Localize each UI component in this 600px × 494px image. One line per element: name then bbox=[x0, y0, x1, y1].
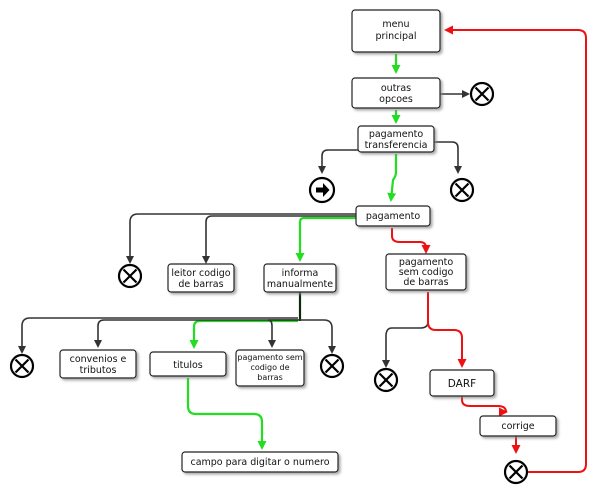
edge-darf-to-corrige bbox=[461, 396, 511, 414]
cancel-x-icon[interactable] bbox=[449, 177, 475, 203]
edge-pagamento-sem-codigo-to-cancel bbox=[382, 292, 429, 368]
node-informa-manualmente[interactable]: informa manualmente bbox=[263, 263, 337, 293]
cancel-x-icon[interactable] bbox=[469, 81, 495, 107]
edge-pagamento-to-pagamento-sem-codigo bbox=[391, 228, 431, 254]
edge-informa-to-pagamento-sem-codigo-small bbox=[267, 319, 300, 348]
node-corrige[interactable]: corrige bbox=[479, 415, 557, 437]
cancel-x-icon[interactable] bbox=[9, 353, 35, 379]
node-pagamento[interactable]: pagamento bbox=[355, 205, 431, 227]
node-leitor-codigo-barras-line-2: de barras bbox=[178, 279, 223, 290]
edge-pagamento-to-cancel bbox=[126, 213, 356, 264]
node-pagamento-sem-codigo-small-line-2: codigo de bbox=[250, 363, 289, 372]
node-campo-digitar-line-1: campo para digitar o numero bbox=[190, 457, 329, 468]
cancel-x-icon[interactable] bbox=[503, 459, 529, 485]
edge-informa-to-titulos bbox=[189, 319, 298, 349]
node-pagamento-sem-codigo-small[interactable]: pagamento sem codigo de barras bbox=[235, 349, 305, 387]
node-menu-principal[interactable]: menu principal bbox=[351, 9, 441, 53]
node-darf-line-1: DARF bbox=[448, 378, 476, 390]
node-pagamento-line-1: pagamento bbox=[366, 211, 421, 222]
edge-pagamento-to-informa bbox=[295, 216, 356, 262]
node-campo-digitar[interactable]: campo para digitar o numero bbox=[181, 451, 339, 473]
cancel-x-icon[interactable] bbox=[373, 367, 399, 393]
edge-loop-back-to-menu bbox=[444, 25, 587, 473]
node-pagamento-transferencia-line-1: pagamento bbox=[369, 129, 424, 140]
edge-informa-to-cancel-left bbox=[18, 317, 298, 354]
node-pagamento-sem-codigo-line-3: de barras bbox=[403, 277, 448, 288]
node-pagamento-sem-codigo[interactable]: pagamento sem codigo de barras bbox=[385, 253, 467, 291]
node-pagamento-sem-codigo-small-line-1: pagamento sem bbox=[237, 353, 302, 362]
edge-pagamento-transferencia-to-pagamento bbox=[387, 154, 398, 202]
edge-pagamento-transferencia-to-next bbox=[318, 149, 358, 174]
node-informa-manualmente-line-2: manualmente bbox=[267, 279, 333, 290]
node-pagamento-sem-codigo-line-1: pagamento bbox=[399, 257, 454, 268]
node-convenios-tributos-line-2: tributos bbox=[80, 365, 117, 376]
node-corrige-line-1: corrige bbox=[501, 421, 534, 432]
cancel-x-icon[interactable] bbox=[117, 263, 143, 289]
node-pagamento-transferencia-line-2: transferencia bbox=[365, 140, 428, 151]
edge-informa-to-convenios bbox=[94, 319, 298, 348]
node-menu-principal-line-1: menu bbox=[382, 19, 409, 30]
node-outras-opcoes-line-2: opcoes bbox=[379, 94, 413, 105]
arrow-right-icon[interactable] bbox=[308, 176, 336, 204]
node-leitor-codigo-barras-line-1: leitor codigo bbox=[171, 268, 230, 279]
node-outras-opcoes[interactable]: outras opcoes bbox=[351, 77, 441, 109]
node-convenios-tributos-line-1: convenios e bbox=[70, 354, 127, 365]
node-titulos[interactable]: titulos bbox=[149, 351, 227, 377]
node-leitor-codigo-barras[interactable]: leitor codigo de barras bbox=[167, 263, 235, 293]
node-pagamento-transferencia[interactable]: pagamento transferencia bbox=[357, 125, 435, 153]
edge-titulos-to-campo bbox=[186, 378, 267, 450]
node-outras-opcoes-line-1: outras bbox=[381, 83, 411, 94]
edge-pagamento-sem-codigo-to-darf bbox=[427, 292, 467, 368]
node-darf[interactable]: DARF bbox=[429, 369, 495, 397]
cancel-x-icon[interactable] bbox=[319, 353, 345, 379]
node-titulos-line-1: titulos bbox=[173, 360, 203, 371]
node-pagamento-sem-codigo-small-line-3: barras bbox=[257, 373, 283, 382]
node-informa-manualmente-line-1: informa bbox=[282, 268, 319, 279]
node-convenios-tributos[interactable]: convenios e tributos bbox=[59, 349, 137, 379]
node-pagamento-sem-codigo-line-2: sem codigo bbox=[399, 267, 454, 278]
edge-informa-to-cancel-right bbox=[300, 319, 336, 354]
edge-pagamento-transferencia-to-cancel bbox=[434, 141, 462, 174]
edge-pagamento-to-leitor bbox=[202, 215, 356, 264]
node-menu-principal-line-2: principal bbox=[376, 31, 417, 42]
